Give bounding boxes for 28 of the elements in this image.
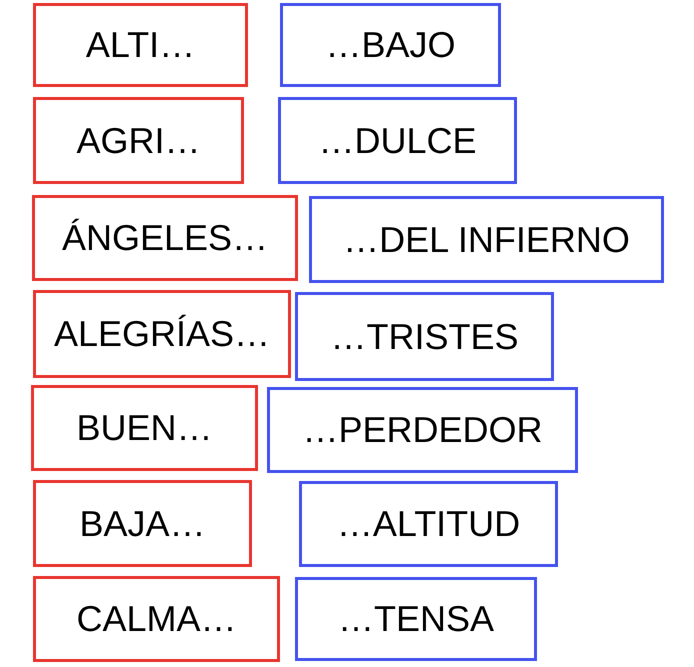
phrase-start-text: ALTI… (86, 25, 196, 65)
phrase-end-card (278, 97, 517, 184)
phrase-start-card (32, 195, 298, 281)
phrase-end-card (267, 387, 578, 473)
phrase-start-card (33, 480, 252, 567)
phrase-end-text: …DULCE (318, 120, 477, 160)
phrase-start-card (33, 290, 291, 378)
phrase-end-card (295, 292, 554, 381)
phrase-end-card (280, 3, 501, 87)
phrase-start-card (33, 3, 248, 87)
phrase-start-card (33, 97, 244, 184)
phrase-start-text: BUEN… (76, 408, 213, 448)
phrase-start-text: ALEGRÍAS… (54, 314, 270, 354)
phrase-start-card (33, 576, 280, 662)
phrase-end-text: …ALTITUD (336, 504, 520, 544)
phrase-start-text: CALMA… (76, 599, 237, 639)
phrase-end-text: …TRISTES (330, 316, 518, 356)
phrase-end-text: …DEL INFIERNO (343, 220, 630, 260)
phrase-start-card (31, 385, 258, 471)
phrase-end-text: …BAJO (325, 25, 456, 65)
phrase-end-card (309, 196, 664, 283)
phrase-start-text: ÁNGELES… (62, 218, 268, 258)
phrase-end-card (299, 481, 558, 567)
phrase-end-text: …PERDEDOR (302, 410, 543, 450)
phrase-end-card (295, 577, 537, 661)
phrase-start-text: AGRI… (76, 120, 200, 160)
phrase-start-text: BAJA… (79, 504, 206, 544)
phrase-end-text: …TENSA (338, 599, 494, 639)
